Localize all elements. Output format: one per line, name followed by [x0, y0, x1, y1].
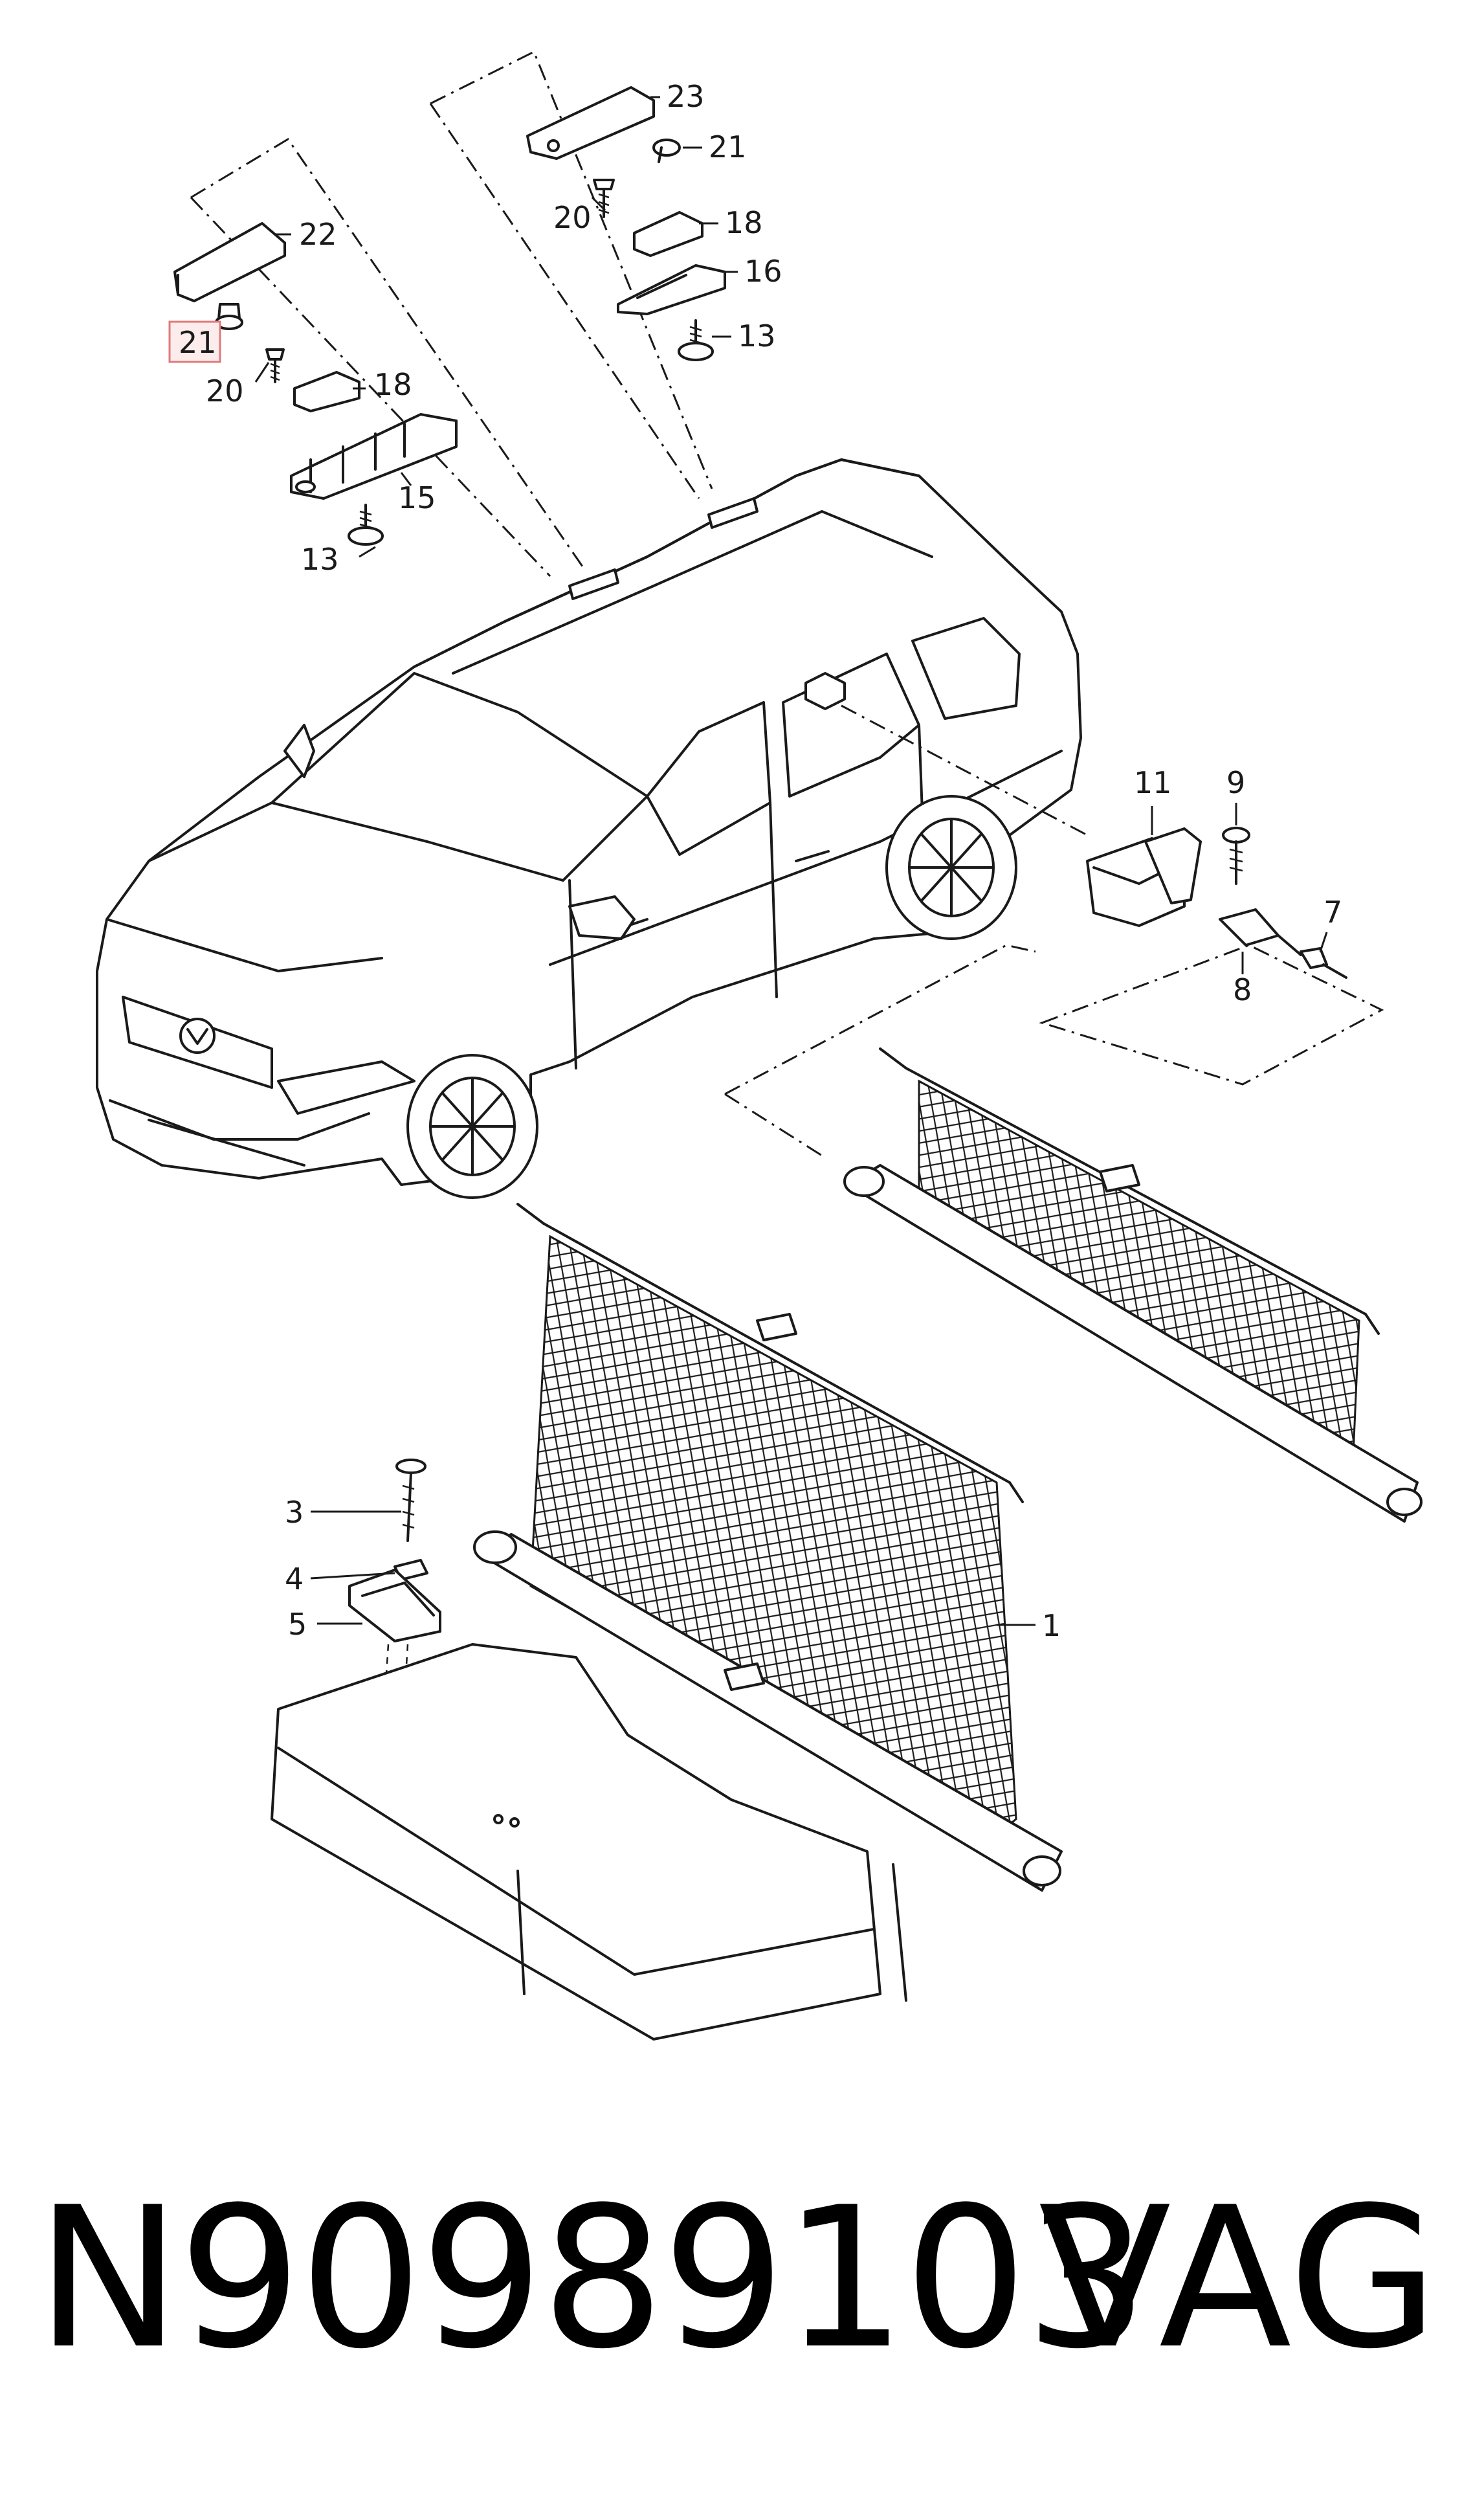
upper-luggage-net — [724, 944, 1423, 1523]
callout-9: 9 — [1226, 765, 1245, 800]
callout-11: 11 — [1134, 765, 1172, 800]
callout-1: 1 — [1042, 1608, 1061, 1643]
callout-13-right: 13 — [738, 319, 776, 353]
callout-18: 18 — [374, 367, 412, 402]
callout-20-right: 20 — [553, 200, 592, 235]
callout-4: 4 — [285, 1561, 304, 1596]
brand-name: VAG — [1038, 2165, 1439, 2391]
callout-18-right: 18 — [725, 205, 763, 240]
lower-luggage-net — [473, 1203, 1063, 1892]
callout-7: 7 — [1323, 895, 1342, 930]
callout-21-highlighted: 21 — [179, 325, 217, 360]
trunk-floor-panel — [271, 1643, 907, 2041]
callout-3: 3 — [285, 1495, 304, 1530]
right-side-bracket-assembly — [1039, 827, 1384, 1086]
callout-labels: 22 21 20 18 15 13 23 21 20 18 16 13 11 9… — [179, 79, 1342, 1643]
highlight-box-21 — [168, 320, 221, 363]
callout-22: 22 — [299, 217, 337, 252]
callout-13: 13 — [301, 542, 339, 577]
top-right-mount-assembly — [429, 50, 726, 499]
footer: N90989103 VAG — [0, 2156, 1484, 2402]
callout-23: 23 — [667, 79, 705, 114]
station-wagon-car — [96, 458, 1088, 1199]
callout-16: 16 — [744, 254, 782, 289]
callout-21: 21 — [709, 129, 747, 164]
leader-lines — [254, 96, 1328, 1626]
callout-15: 15 — [398, 480, 436, 515]
top-left-mount-assembly — [173, 137, 584, 577]
callout-5: 5 — [288, 1607, 307, 1642]
floor-mount-assembly — [348, 1459, 441, 1749]
callout-20: 20 — [206, 374, 244, 408]
callout-8: 8 — [1233, 972, 1252, 1007]
part-number: N90989103 — [36, 2165, 1148, 2391]
